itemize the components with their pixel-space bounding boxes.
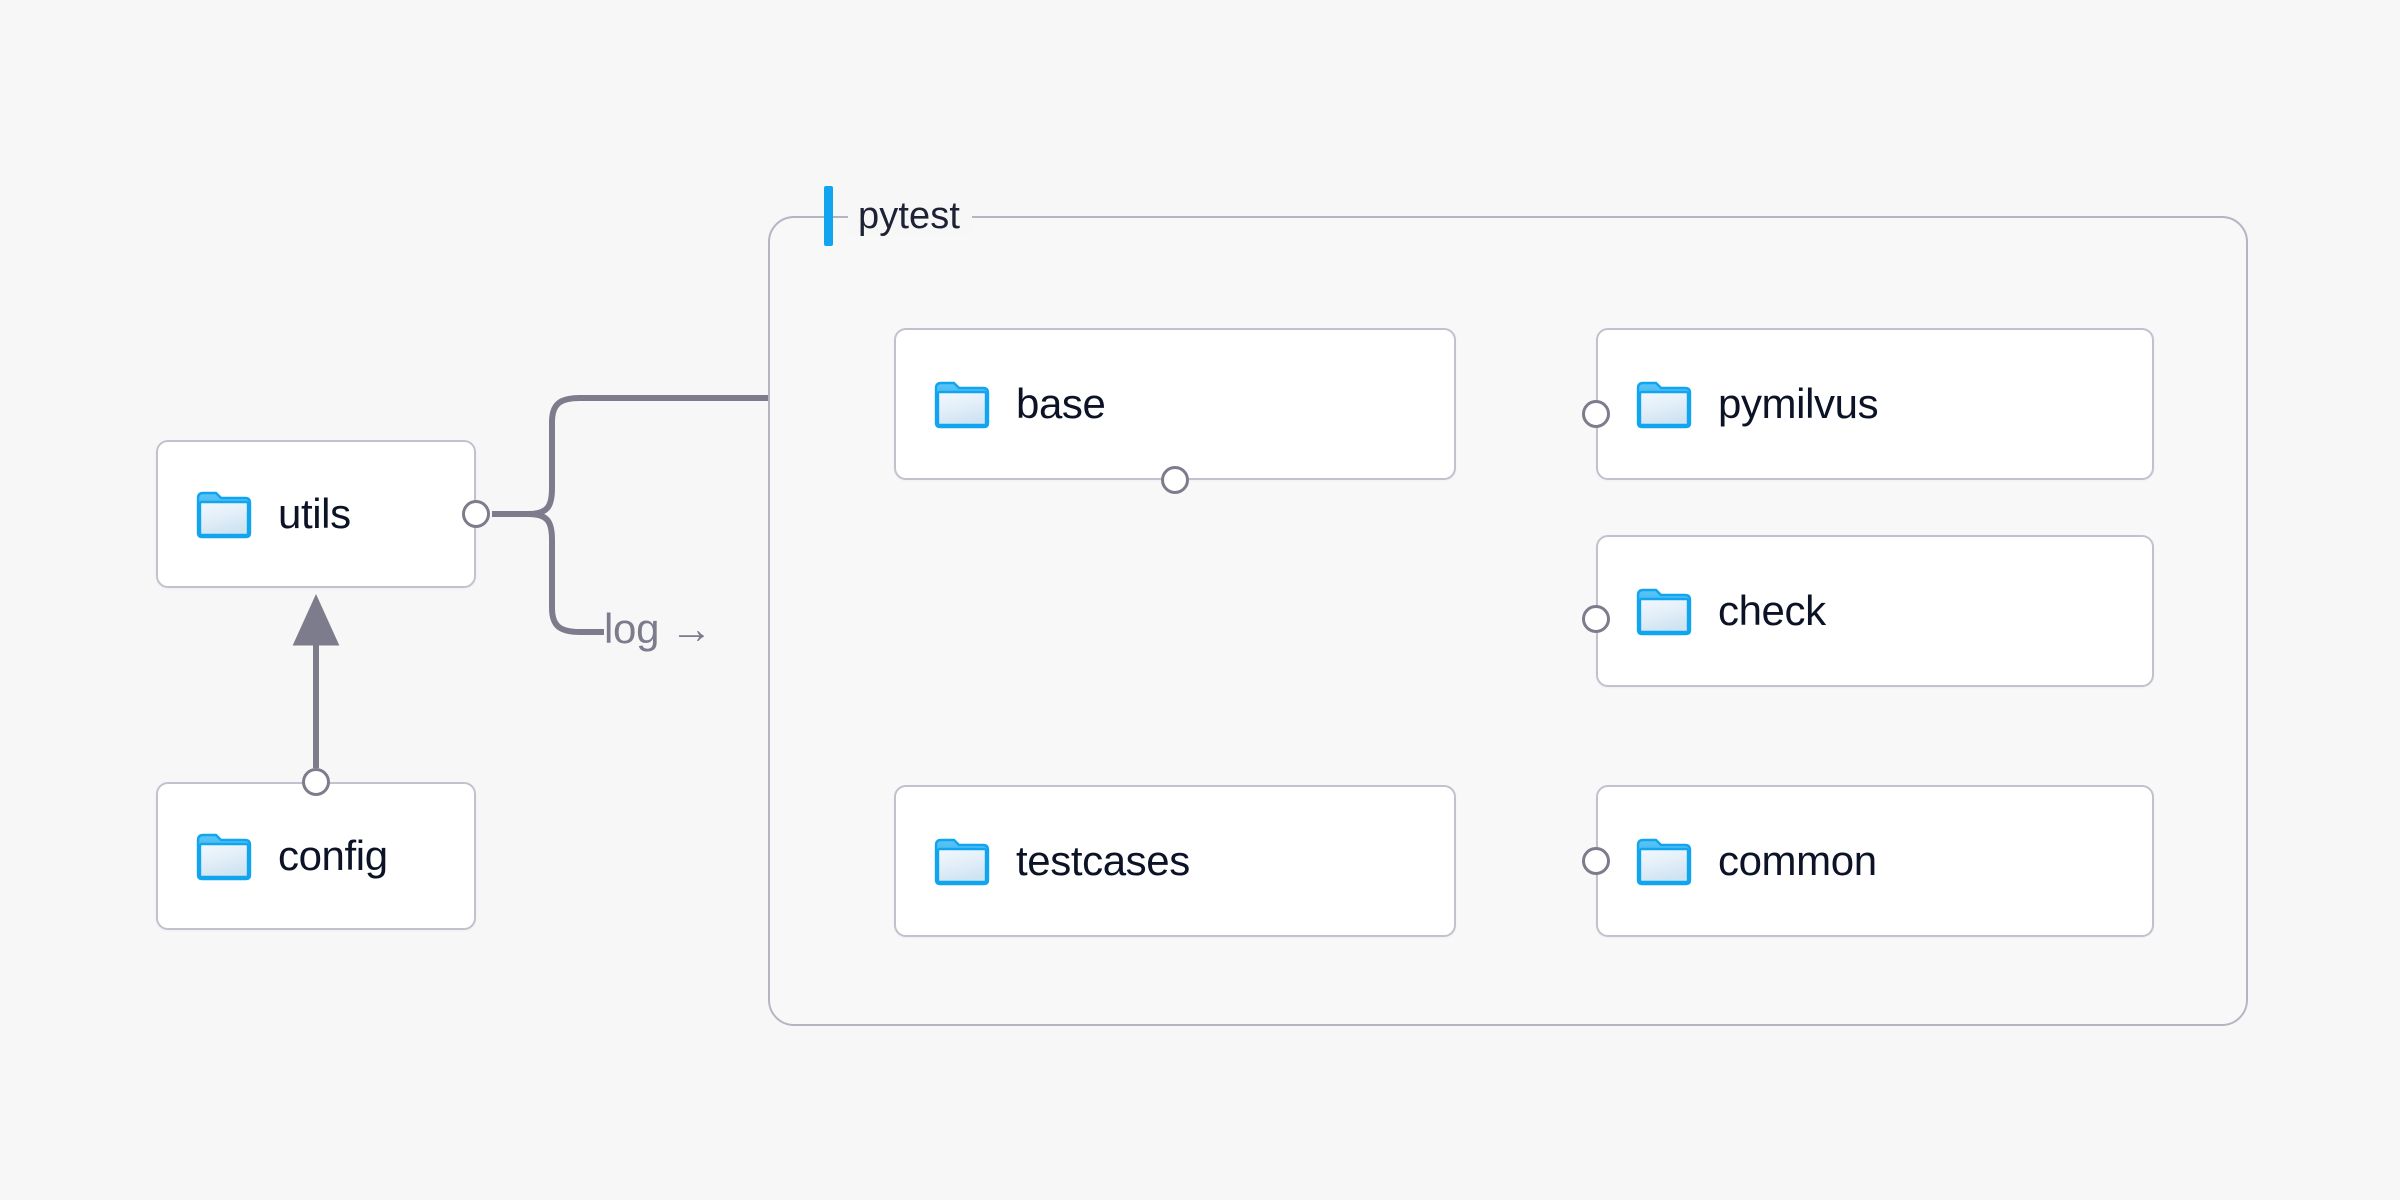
arrow-right-icon: →	[670, 605, 713, 652]
port-base-out[interactable]	[1161, 466, 1189, 494]
node-label-utils: utils	[278, 490, 351, 537]
node-utils[interactable]: utils	[156, 440, 476, 588]
port-pymilvus-out[interactable]	[1582, 400, 1610, 428]
node-label-pymilvus: pymilvus	[1718, 380, 1879, 427]
folder-icon	[1636, 838, 1692, 886]
edge-label-log-text: log	[604, 605, 660, 652]
port-config-out[interactable]	[302, 768, 330, 796]
node-pymilvus[interactable]: pymilvus	[1596, 328, 2154, 480]
folder-icon	[934, 381, 990, 429]
node-label-check: check	[1718, 587, 1826, 634]
node-common[interactable]: common	[1596, 785, 2154, 937]
folder-icon	[934, 838, 990, 886]
port-check-out[interactable]	[1582, 605, 1610, 633]
node-label-base: base	[1016, 380, 1106, 427]
node-testcases[interactable]: testcases	[894, 785, 1456, 937]
folder-icon	[1636, 381, 1692, 429]
node-base[interactable]: base	[894, 328, 1456, 480]
node-label-config: config	[278, 832, 388, 879]
node-label-common: common	[1718, 837, 1877, 884]
folder-icon	[1636, 588, 1692, 636]
port-common-out[interactable]	[1582, 847, 1610, 875]
folder-icon	[196, 491, 252, 539]
node-check[interactable]: check	[1596, 535, 2154, 687]
folder-icon	[196, 833, 252, 881]
group-accent-bar	[824, 186, 833, 246]
edge-label-log: log →	[604, 605, 713, 652]
node-label-testcases: testcases	[1016, 837, 1190, 884]
port-utils-out[interactable]	[462, 500, 490, 528]
edge-utils-log	[527, 511, 604, 635]
node-config[interactable]: config	[156, 782, 476, 930]
group-label-pytest: pytest	[848, 197, 972, 235]
